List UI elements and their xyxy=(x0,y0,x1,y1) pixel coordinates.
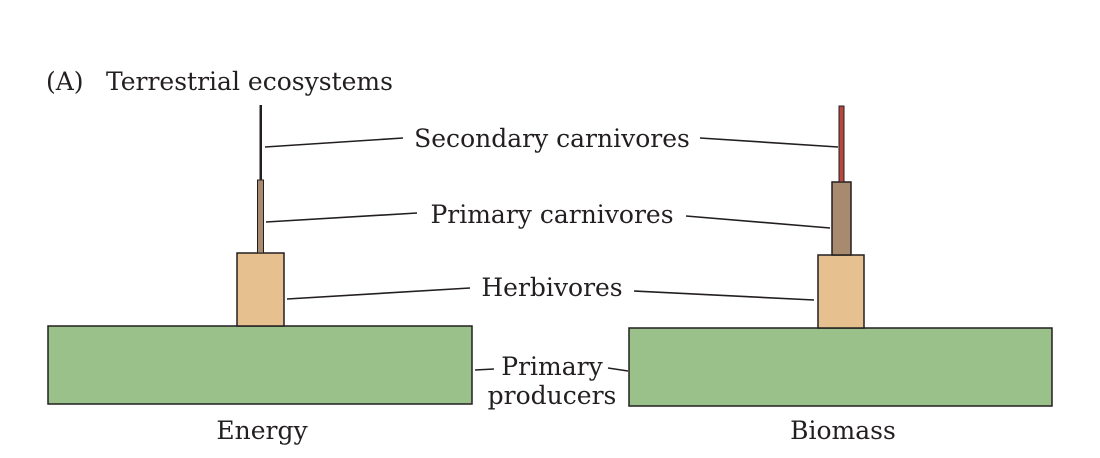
biomass-secondary-carnivores-bar xyxy=(838,105,845,183)
leader-primary-producers-left xyxy=(474,368,495,371)
panel-label: (A) xyxy=(46,67,84,96)
biomass-caption: Biomass xyxy=(790,416,896,445)
leader-herbivores-left xyxy=(286,287,471,300)
leader-primary-carnivores-right xyxy=(685,215,831,229)
biomass-herbivores-bar xyxy=(817,254,865,329)
leader-primary-producers-right xyxy=(607,367,629,372)
leader-secondary-carnivores-right xyxy=(699,137,839,148)
panel-title: Terrestrial ecosystems xyxy=(106,67,393,96)
energy-herbivores-bar xyxy=(236,252,285,327)
biomass-pyramid: Biomass xyxy=(628,105,1053,445)
energy-caption: Energy xyxy=(216,416,308,445)
energy-primary-producers-bar xyxy=(47,325,473,405)
label-primary-carnivores: Primary carnivores xyxy=(430,200,673,229)
leader-secondary-carnivores-left xyxy=(264,137,404,148)
biomass-primary-carnivores-bar xyxy=(831,181,852,256)
label-primary-producers-line1: Primary xyxy=(501,352,603,381)
energy-secondary-carnivores-bar xyxy=(259,105,262,180)
energy-pyramid: Energy xyxy=(47,105,473,445)
leader-primary-carnivores-left xyxy=(265,212,418,223)
label-primary-producers-line2: producers xyxy=(488,381,617,410)
label-secondary-carnivores: Secondary carnivores xyxy=(414,124,690,153)
leader-herbivores-right xyxy=(633,290,815,301)
biomass-primary-producers-bar xyxy=(628,327,1053,407)
energy-primary-carnivores-bar xyxy=(257,179,264,254)
label-herbivores: Herbivores xyxy=(481,273,622,302)
